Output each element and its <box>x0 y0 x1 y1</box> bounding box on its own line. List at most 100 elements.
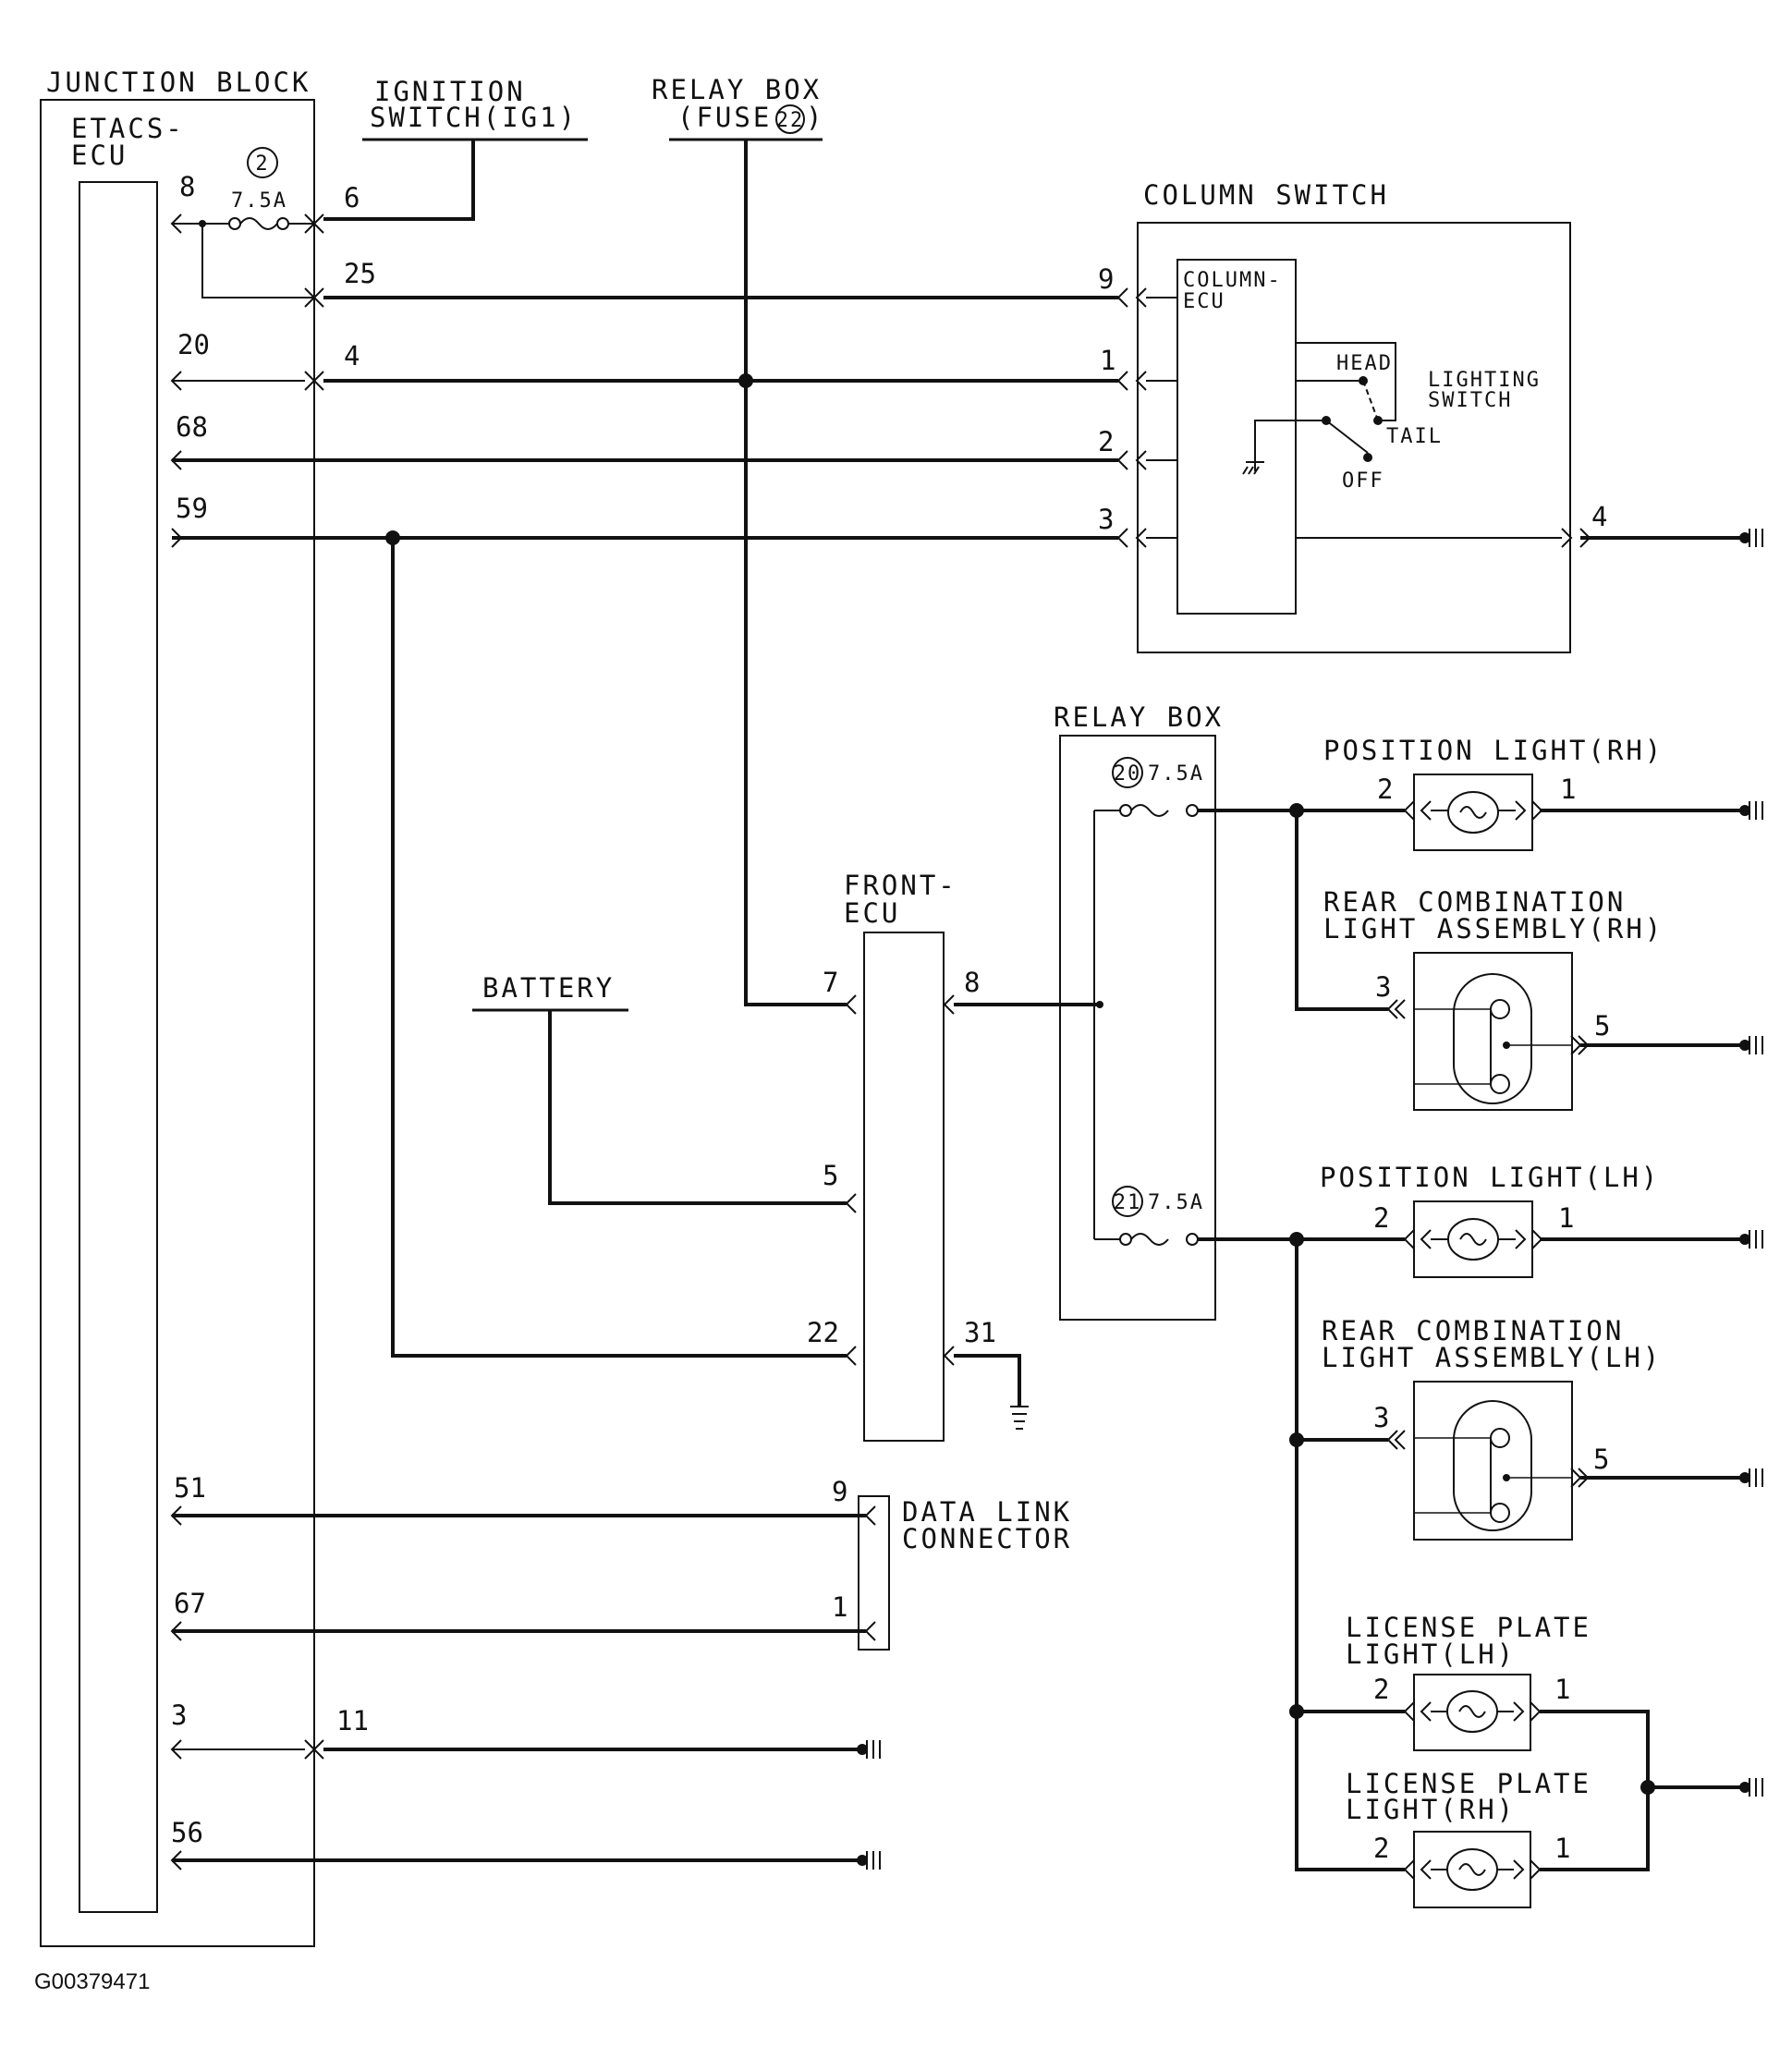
lighting-switch-label-1: LIGHTING <box>1428 369 1541 392</box>
front-ecu: FRONT- ECU 7 8 5 22 31 <box>807 870 1100 1442</box>
etacs-pin-20: 20 <box>177 329 210 360</box>
data-link-pin-1: 1 <box>832 1591 847 1623</box>
relay-box: RELAY BOX 20 7.5A 21 7.5A <box>1054 701 1221 1321</box>
lower-wires <box>172 1514 866 1862</box>
relay-fuse-21-number: 21 <box>1114 1191 1142 1214</box>
column-pin-9: 9 <box>1098 263 1114 295</box>
lighting-switch-label-2: SWITCH <box>1428 389 1512 412</box>
position-lh-pin-2: 2 <box>1373 1202 1389 1234</box>
ground-front-ecu <box>1010 1406 1029 1430</box>
relay-box-fuse-label-1: RELAY BOX <box>652 74 822 105</box>
front-ecu-label-1: FRONT- <box>844 870 957 901</box>
column-switch: COLUMN SWITCH COLUMN- ECU 9 1 2 3 4 LIGH… <box>1098 179 1745 653</box>
jb-pin-11: 11 <box>336 1705 369 1736</box>
splice-rh <box>1289 803 1304 818</box>
position-rh-pin-2: 2 <box>1377 774 1393 805</box>
junction-block: JUNCTION BLOCK ETACS- ECU <box>40 67 315 1947</box>
lower-grounds <box>857 1740 881 1870</box>
jb-fuse-rating: 7.5A <box>231 189 287 213</box>
right-grounds <box>1739 801 1763 1797</box>
figure-id: G00379471 <box>34 1969 150 1994</box>
etacs-pin-67: 67 <box>174 1588 206 1619</box>
data-link-connector: DATA LINK CONNECTOR 9 1 <box>832 1476 1072 1651</box>
column-pin-4: 4 <box>1591 501 1607 532</box>
position-light-rh-label: POSITION LIGHT(RH) <box>1323 735 1664 766</box>
data-link-label-1: DATA LINK <box>902 1496 1072 1528</box>
rear-combo-lh-label-2: LIGHT ASSEMBLY(LH) <box>1322 1342 1662 1373</box>
relay-fuse-21-rating: 7.5A <box>1148 1191 1204 1214</box>
jb-pin-6: 6 <box>344 182 360 213</box>
license-rh-pin-2: 2 <box>1373 1833 1389 1864</box>
etacs-pin-51: 51 <box>174 1472 206 1504</box>
rear-combination-rh: REAR COMBINATION LIGHT ASSEMBLY(RH) 3 5 <box>1323 886 1664 1111</box>
jb-pin-4: 4 <box>344 340 360 372</box>
rear-rh-pin-5: 5 <box>1594 1010 1610 1042</box>
relay-box-fuse-label-3: ) <box>806 102 824 133</box>
license-plate-light-rh: LICENSE PLATE LIGHT(RH) 2 1 <box>1346 1768 1591 1908</box>
splice-lh-rear <box>1289 1432 1304 1447</box>
position-light-lh-label: POSITION LIGHT(LH) <box>1320 1162 1660 1193</box>
column-ecu-label-2: ECU <box>1183 290 1225 313</box>
relay-box-fuse-number: 22 <box>776 109 805 132</box>
license-lh-pin-2: 2 <box>1373 1674 1389 1705</box>
etacs-pin-3: 3 <box>171 1700 187 1731</box>
switch-pos-tail: TAIL <box>1386 425 1443 448</box>
jb-fuse-2: 2 7.5A <box>172 147 314 298</box>
column-switch-label: COLUMN SWITCH <box>1143 179 1389 211</box>
column-ecu-label-1: COLUMN- <box>1183 269 1282 292</box>
etacs-ecu-box <box>79 181 158 1913</box>
etacs-ecu-label-1: ETACS- <box>71 113 185 144</box>
rear-combo-lh-label-1: REAR COMBINATION <box>1322 1315 1624 1346</box>
jb-pin-25: 25 <box>344 258 376 289</box>
etacs-pin-8: 8 <box>179 171 195 202</box>
front-ecu-pin-7: 7 <box>823 967 838 998</box>
etacs-pin-59: 59 <box>176 493 208 524</box>
ground-column <box>1739 529 1763 547</box>
data-link-pin-9: 9 <box>832 1476 847 1507</box>
column-pin-1: 1 <box>1100 345 1115 376</box>
junction-block-label: JUNCTION BLOCK <box>46 67 311 98</box>
license-lh-label-2: LIGHT(LH) <box>1346 1639 1516 1670</box>
rear-combination-lh: REAR COMBINATION LIGHT ASSEMBLY(LH) 3 5 <box>1322 1315 1662 1541</box>
front-ecu-pin-31: 31 <box>964 1317 996 1348</box>
etacs-pin-56: 56 <box>171 1817 203 1848</box>
relay-fuse-20-number: 20 <box>1114 762 1142 786</box>
ignition-switch-label-1: IGNITION <box>374 76 526 107</box>
switch-pos-head: HEAD <box>1336 352 1393 375</box>
ignition-switch: IGNITION SWITCH(IG1) <box>323 76 588 221</box>
etacs-pin-68: 68 <box>176 411 208 443</box>
splice-lh <box>1289 1232 1304 1247</box>
rear-rh-pin-3: 3 <box>1375 971 1391 1003</box>
relay-box-fuse-label-2: (FUSE <box>677 102 772 133</box>
front-ecu-pin-5: 5 <box>823 1160 838 1191</box>
license-rh-label-1: LICENSE PLATE <box>1346 1768 1591 1799</box>
splice-license-ground <box>1640 1780 1655 1795</box>
rear-combo-rh-label-2: LIGHT ASSEMBLY(RH) <box>1323 913 1664 944</box>
position-light-rh: POSITION LIGHT(RH) 2 1 <box>1323 735 1664 851</box>
front-ecu-pin-8: 8 <box>964 967 980 998</box>
column-pin-2: 2 <box>1098 426 1114 457</box>
position-light-lh: POSITION LIGHT(LH) 2 1 <box>1320 1162 1660 1278</box>
splice-fuse22 <box>738 373 753 388</box>
splice-59 <box>385 530 400 545</box>
relay-box-fuse-22: RELAY BOX (FUSE 22 ) <box>652 74 824 141</box>
etacs-ecu-label-2: ECU <box>71 140 128 171</box>
battery: BATTERY <box>472 972 847 1205</box>
splice-lh-license <box>1289 1704 1304 1719</box>
license-lh-pin-1: 1 <box>1554 1674 1570 1705</box>
license-rh-pin-1: 1 <box>1554 1833 1570 1864</box>
rear-lh-pin-3: 3 <box>1373 1402 1389 1433</box>
battery-label: BATTERY <box>482 972 615 1004</box>
lh-light-wiring <box>1198 1237 1745 1871</box>
position-rh-pin-1: 1 <box>1560 774 1576 805</box>
column-pin-3: 3 <box>1098 504 1114 535</box>
relay-fuse-20-rating: 7.5A <box>1148 762 1204 786</box>
license-lh-label-1: LICENSE PLATE <box>1346 1612 1591 1643</box>
rear-lh-pin-5: 5 <box>1593 1444 1609 1475</box>
jb-fuse-number: 2 <box>255 152 269 176</box>
lighting-switch: LIGHTING SWITCH HEAD TAIL OFF <box>1242 342 1541 493</box>
license-plate-light-lh: LICENSE PLATE LIGHT(LH) 2 1 <box>1346 1612 1591 1751</box>
ignition-switch-label-2: SWITCH(IG1) <box>370 102 578 133</box>
